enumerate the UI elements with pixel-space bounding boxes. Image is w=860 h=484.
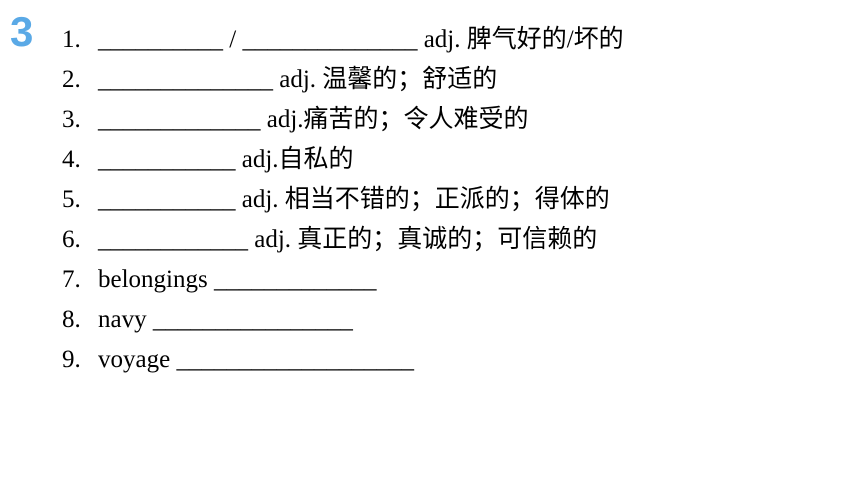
list-item: 8. navy ________________ bbox=[62, 300, 624, 340]
item-number: 3. bbox=[62, 106, 81, 133]
list-item: 1. __________ / ______________ adj. 脾气好的… bbox=[62, 20, 624, 60]
item-text: ___________ adj. 相当不错的；正派的；得体的 bbox=[98, 186, 610, 213]
item-text: ______________ adj. 温馨的；舒适的 bbox=[98, 66, 498, 93]
list-item: 2. ______________ adj. 温馨的；舒适的 bbox=[62, 60, 624, 100]
item-text: _____________ adj.痛苦的；令人难受的 bbox=[98, 106, 529, 133]
item-number: 7. bbox=[62, 266, 81, 293]
item-number: 6. bbox=[62, 226, 81, 253]
item-number: 9. bbox=[62, 346, 81, 373]
list-item: 5. ___________ adj. 相当不错的；正派的；得体的 bbox=[62, 180, 624, 220]
item-text: navy ________________ bbox=[98, 306, 353, 333]
section-number-badge: 3 bbox=[8, 8, 48, 52]
item-number: 1. bbox=[62, 26, 81, 53]
item-text: belongings _____________ bbox=[98, 266, 377, 293]
exercise-list: 1. __________ / ______________ adj. 脾气好的… bbox=[62, 20, 624, 380]
item-number: 5. bbox=[62, 186, 81, 213]
item-text: ____________ adj. 真正的；真诚的；可信赖的 bbox=[98, 226, 598, 253]
list-item: 7. belongings _____________ bbox=[62, 260, 624, 300]
item-number: 2. bbox=[62, 66, 81, 93]
section-number: 3 bbox=[10, 8, 33, 52]
list-item: 6. ____________ adj. 真正的；真诚的；可信赖的 bbox=[62, 220, 624, 260]
list-item: 4. ___________ adj.自私的 bbox=[62, 140, 624, 180]
list-item: 3. _____________ adj.痛苦的；令人难受的 bbox=[62, 100, 624, 140]
item-text: __________ / ______________ adj. 脾气好的/坏的 bbox=[98, 26, 624, 53]
item-number: 4. bbox=[62, 146, 81, 173]
item-text: voyage ___________________ bbox=[98, 346, 414, 373]
item-number: 8. bbox=[62, 306, 81, 333]
section-number-graphic: 3 bbox=[9, 8, 35, 52]
list-item: 9. voyage ___________________ bbox=[62, 340, 624, 380]
item-text: ___________ adj.自私的 bbox=[98, 146, 354, 173]
